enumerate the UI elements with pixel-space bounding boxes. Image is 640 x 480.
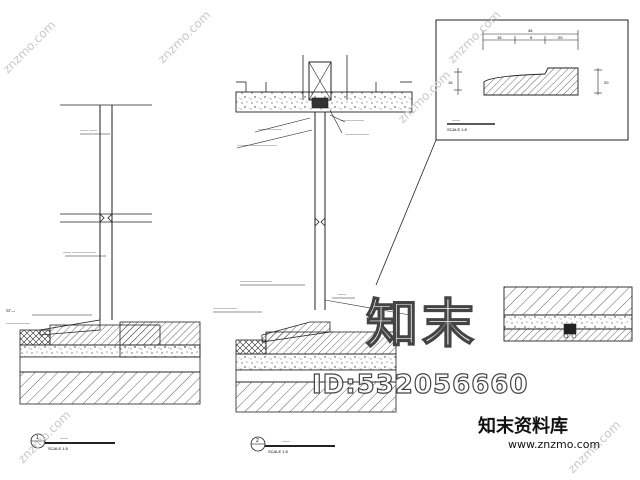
center-label-mid: —————————— [237,142,277,147]
inset-scale: SCALE 1:5 [447,127,468,132]
left-label-mid: —— —————— [63,249,96,254]
center-label-base-c: —— [338,291,346,296]
watermark-id: ID:532056660 [311,369,529,400]
callout-center-scale: SCALE 1:5 [268,449,289,454]
center-label-top-a: —————— [340,117,364,122]
callout-left-title: —— [60,435,68,440]
left-section-detail: —— —— —— —————— ST— —————— [6,104,201,405]
inset-detail-box: 45 15 5 20 15 20 —— SCALE 1:5 [435,19,629,141]
watermark-brand-url: www.znzmo.com [508,438,601,451]
center-label-top-c: —————— [258,126,282,131]
callout-left-scale: SCALE 1:5 [48,446,69,451]
watermark-logo: 知末 [365,294,479,356]
center-label-top-b: —————— [345,131,369,136]
center-section-detail: —————— —————— —————— —————————— ————————… [213,55,413,413]
inset-dim-left: 15 [448,80,453,85]
right-plan-detail [503,286,633,342]
inset-title: —— [452,117,460,122]
inset-dim-c: 20 [558,35,563,40]
left-label-top: —— —— [80,127,97,132]
inset-dim-total: 45 [528,28,533,33]
left-label-base-a: ST— [6,308,15,313]
left-label-base-b: —————— [6,320,30,325]
callout-left: 1 —— SCALE 1:5 [30,433,115,451]
inset-leader-line [375,139,437,286]
center-label-base-b: —————— [213,305,237,310]
center-label-base-a: ———————— [240,278,272,283]
inset-dim-a: 15 [497,35,502,40]
callout-center-title: —— [282,438,290,443]
callout-center-number: 2 [256,438,259,444]
inset-dim-right: 20 [604,80,609,85]
inset-dim-b: 5 [530,35,533,40]
callout-left-number: 1 [36,435,39,441]
watermark-brand-cn: 知末资料库 [478,416,568,437]
callout-center: 2 —— SCALE 1:5 [250,436,335,454]
